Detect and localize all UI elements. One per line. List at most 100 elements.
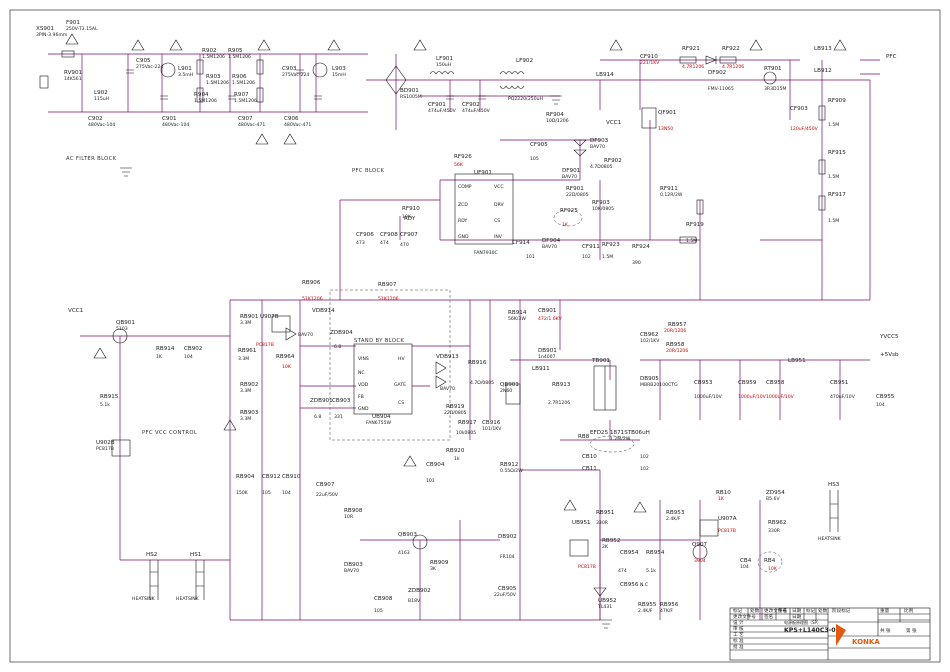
df902-value: FMV-11065	[708, 86, 734, 92]
r905-label: R905	[228, 48, 243, 54]
cb10-value: 102	[640, 454, 649, 460]
cb907-label: CB907	[316, 482, 335, 488]
tb-standard: 标 准	[733, 637, 744, 644]
cb905-label: CB905	[498, 586, 517, 592]
cb956-label: CB956	[620, 582, 639, 588]
rb904-value: 150K	[236, 490, 249, 496]
secondary-labels: CB962 102/1KV RB957 20R/1206 RB958 20R/1…	[572, 322, 899, 614]
transformer-core-value: 1.2M/2W	[610, 436, 631, 442]
cf901-value: 474uF/450V	[428, 108, 457, 114]
rf902-label: RF902	[604, 158, 622, 164]
rf904-label: RF904	[546, 112, 564, 118]
r904-label: R904	[194, 92, 209, 98]
cb912-label: CB912	[262, 474, 280, 480]
zdb904-label: ZDB904	[330, 330, 353, 336]
rb915-value: 5.1k	[100, 402, 110, 408]
tb-h9: 签名	[764, 613, 773, 620]
rb914-vcc-value: 1K	[156, 354, 163, 360]
rb909-value: 3K	[430, 566, 437, 572]
rf910-label: RF910	[402, 206, 420, 212]
rf910-value: 10K	[402, 214, 412, 220]
cb955-value: 104	[876, 402, 885, 408]
rt901-value: 3R3D15M	[764, 86, 786, 92]
rb914-value: 56K/3W	[508, 316, 526, 322]
cf910-label: CF910	[640, 54, 658, 60]
tb-h3: 更改文件号	[764, 607, 787, 614]
ub904-pin-gate: GATE	[394, 382, 406, 388]
cb4-label: CB4	[740, 558, 752, 564]
rb953-value: 2.4K/F	[666, 516, 681, 522]
db905-label: DB905	[640, 376, 659, 382]
ub904-body	[353, 343, 413, 415]
tb-total-sheets: 共 张	[880, 627, 891, 634]
rf925-value: 1K	[562, 222, 569, 228]
cb916-value: 101/1KV	[482, 426, 502, 432]
rb907-value: 51K1206	[378, 296, 399, 302]
rb904-label: RB904	[236, 474, 255, 480]
c906-label: C906	[284, 116, 299, 122]
rb4-highlight	[757, 551, 783, 573]
cb10-label: CB10	[582, 454, 597, 460]
zdb901-label: ZDB901	[310, 398, 333, 404]
r906-label: R906	[232, 74, 247, 80]
uf901-body	[454, 173, 514, 245]
konka-brand: KONKA	[852, 638, 880, 646]
sheet-border	[9, 9, 941, 663]
rf922-label: RF922	[722, 46, 740, 52]
pfc-labels: LF901 150uH LF902 PQ2220(250uH CF901 474…	[356, 46, 897, 266]
ub904-pin-gnd: GND	[358, 406, 369, 412]
pfc-block-label: PFC BLOCK	[352, 168, 385, 174]
lf902-label: LF902	[516, 58, 533, 64]
ac-filter-labels: XS901 3PIN-3.96mm F901 250V-T3.15AL RV90…	[36, 20, 422, 128]
cb912-value: 105	[262, 490, 271, 496]
cb953-value: 1000uF/10V	[694, 394, 723, 400]
u907a-value: PC817B	[718, 528, 736, 534]
rb962-value: 330R	[768, 528, 781, 534]
rb10-label: RB10	[716, 490, 731, 496]
df902-label: DF902	[708, 70, 726, 76]
ub904-label: UB904	[372, 414, 391, 420]
vdb913-label: VDB913	[436, 354, 459, 360]
qb901-label: QB901	[500, 382, 519, 388]
hs3-value: HEATSINK	[818, 536, 842, 542]
lb912-label: LB912	[814, 68, 832, 74]
cf903-value: 120uF/450V	[790, 126, 819, 132]
cf905-label: CF905	[530, 142, 548, 148]
pfc-output-label: PFC	[886, 54, 897, 60]
r906-value: 1.5M1206	[232, 80, 255, 86]
cf907-value: 470	[400, 242, 409, 248]
l903-value: 15mH	[332, 72, 346, 78]
rf917-value: 1.5M	[828, 218, 839, 224]
xs901-label: XS901	[36, 26, 55, 32]
cb956-value: N.C	[640, 582, 648, 588]
ub904-pin-cs: CS	[398, 400, 404, 406]
rf919-label: RF919	[686, 222, 704, 228]
rb954-label: RB954	[646, 550, 665, 556]
cb916-label: CB916	[482, 420, 501, 426]
rb951-value: 330R	[596, 520, 609, 526]
c901-value: 480Vac-104	[162, 122, 189, 128]
lf901-label: LF901	[436, 56, 453, 62]
tb-h2: 处数	[750, 607, 760, 614]
lf902-value: PQ2220(250uH	[508, 96, 543, 102]
tb-h10: 日期	[792, 614, 802, 620]
ub951-label: UB951	[572, 520, 591, 526]
lb951-label: LB951	[788, 358, 806, 364]
cb955-label: CB955	[876, 394, 895, 400]
pfc-vcc-labels: VCC1 QB901 5103 RB914 1K CB902 104 RB915…	[68, 308, 517, 614]
df903-label: DF903	[590, 138, 609, 144]
qb901-vcc-label: QB901	[116, 320, 135, 326]
rb955-value: 2.4K/F	[638, 608, 653, 614]
cf902-label: CF902	[462, 102, 480, 108]
rf901-value: 22D/0805	[566, 192, 589, 198]
rf901-label: RF901	[566, 186, 584, 192]
rb961-label: RB961	[238, 348, 257, 354]
rf923-value: 1.5M	[602, 254, 613, 260]
cb953-label: CB953	[694, 380, 713, 386]
rb906-label: RB906	[302, 280, 321, 286]
cb11-label: CB11	[582, 466, 597, 472]
tb-h6: 标记	[806, 607, 816, 614]
transformer-core-label: EFD25 1871STB06uH	[590, 430, 650, 436]
rf902-value: 4.7D0805	[590, 164, 613, 170]
r903-value: 1.5M1206	[206, 80, 229, 86]
